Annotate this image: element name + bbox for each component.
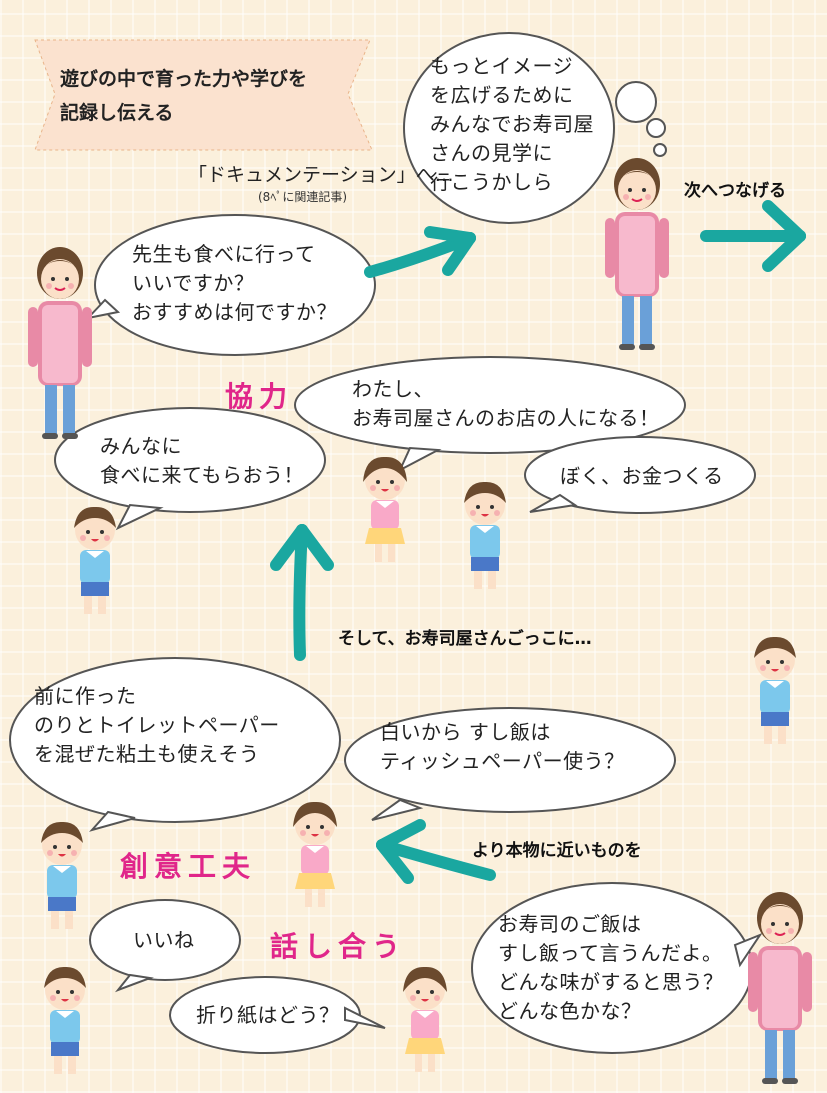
bubble-girl-tissue: 白いから すし飯は ティッシュペーパー使う？ <box>380 720 625 773</box>
soshite-label: そして、お寿司屋さんごっこに… <box>338 629 592 649</box>
bubble-teacher-top: もっとイメージ を広げるために みんなでお寿司屋 さんの見学に 行こうかしら <box>430 54 594 194</box>
documentation-note: (8ﾍﾟに関連記事) <box>258 190 347 204</box>
keyword-soui: 創意工夫 <box>120 850 257 883</box>
keyword-kyoryoku: 協力 <box>225 380 294 413</box>
bubble-boy-iine: いいね <box>133 928 195 952</box>
bubble-teacher-bottom: お寿司のご飯は すし飯って言うんだよ。 どんな味がすると思う？ どんな色かな？ <box>498 912 724 1023</box>
bubble-boy-clay: 前に作った のりとトイレットペーパー を混ぜた粘土も使えそう <box>34 684 280 766</box>
bubble-girl-origami: 折り紙はどう？ <box>196 1003 340 1027</box>
bubble-boy-money: ぼく、お金つくる <box>560 464 724 488</box>
title-box-text: 遊びの中で育った力や学びを 記録し伝える <box>60 68 308 124</box>
documentation-label: 「ドキュメンテーション」へ… <box>188 164 454 186</box>
bubble-girl-shop: わたし、 お寿司屋さんのお店の人になる！ <box>352 377 660 430</box>
yori-label: より本物に近いものを <box>472 841 642 861</box>
next-label: 次へつなげる <box>684 181 786 201</box>
bubble-boy-invite: みんなに 食べに来てもらおう！ <box>100 434 304 487</box>
keyword-hanashiai: 話し合う <box>270 930 407 963</box>
bubble-teacher-left: 先生も食べに行って いいですか？ おすすめは何ですか？ <box>132 242 337 324</box>
